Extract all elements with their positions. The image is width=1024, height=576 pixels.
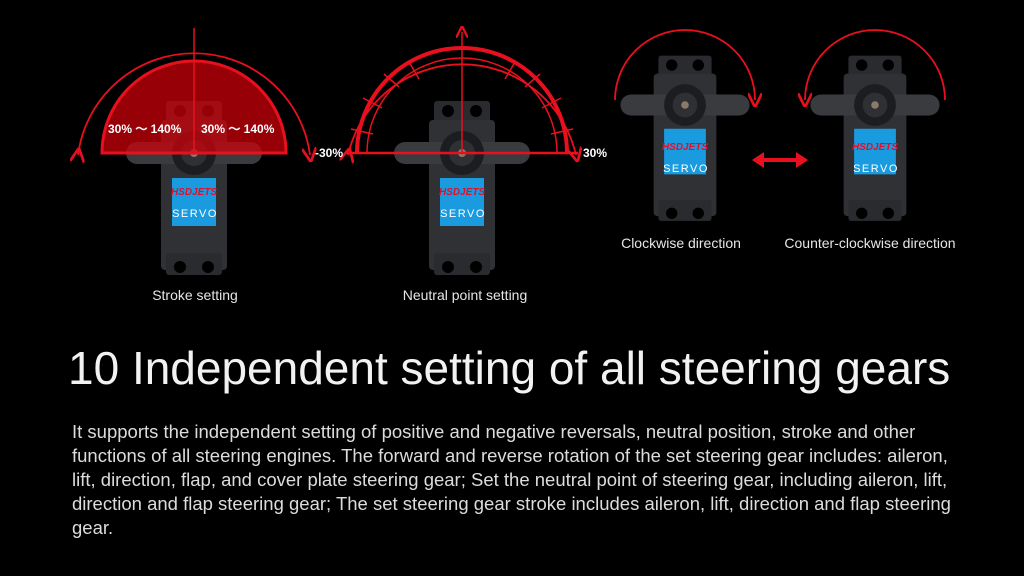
clockwise-diagram: HSDJETS SERVO — [614, 29, 755, 221]
stroke-left-range: 30% ～ 140% — [108, 122, 182, 136]
servo-type-label: SERVO — [663, 163, 709, 175]
page-heading: 10 Independent setting of all steering g… — [68, 342, 951, 394]
neutral-left-limit: -30% — [315, 146, 344, 160]
servo-brand-label: HSDJETS — [171, 187, 217, 198]
neutral-scale-ticks — [350, 61, 574, 135]
servo-type-label: SERVO — [440, 208, 486, 220]
servo-type-label: SERVO — [853, 163, 899, 175]
neutral-right-limit: 30% — [583, 146, 608, 160]
servo-brand-label: HSDJETS — [852, 142, 898, 153]
caption-clockwise: Clockwise direction — [621, 235, 741, 251]
stroke-right-range: 30% ～ 140% — [201, 122, 275, 136]
counter-clockwise-diagram: HSDJETS SERVO — [805, 29, 946, 221]
caption-stroke-setting: Stroke setting — [152, 287, 238, 303]
servo-type-label: SERVO — [172, 208, 218, 220]
servo-brand-label: HSDJETS — [662, 142, 708, 153]
caption-counter-clockwise: Counter-clockwise direction — [784, 235, 956, 251]
stroke-setting-diagram: HSDJETS SERVO — [78, 28, 310, 275]
description-text: It supports the independent setting of p… — [72, 421, 951, 538]
caption-neutral-point-setting: Neutral point setting — [402, 287, 528, 303]
direction-swap-arrow — [752, 152, 808, 168]
servo-brand-label: HSDJETS — [439, 187, 485, 198]
neutral-point-diagram: HSDJETS SERVO — [346, 32, 578, 275]
